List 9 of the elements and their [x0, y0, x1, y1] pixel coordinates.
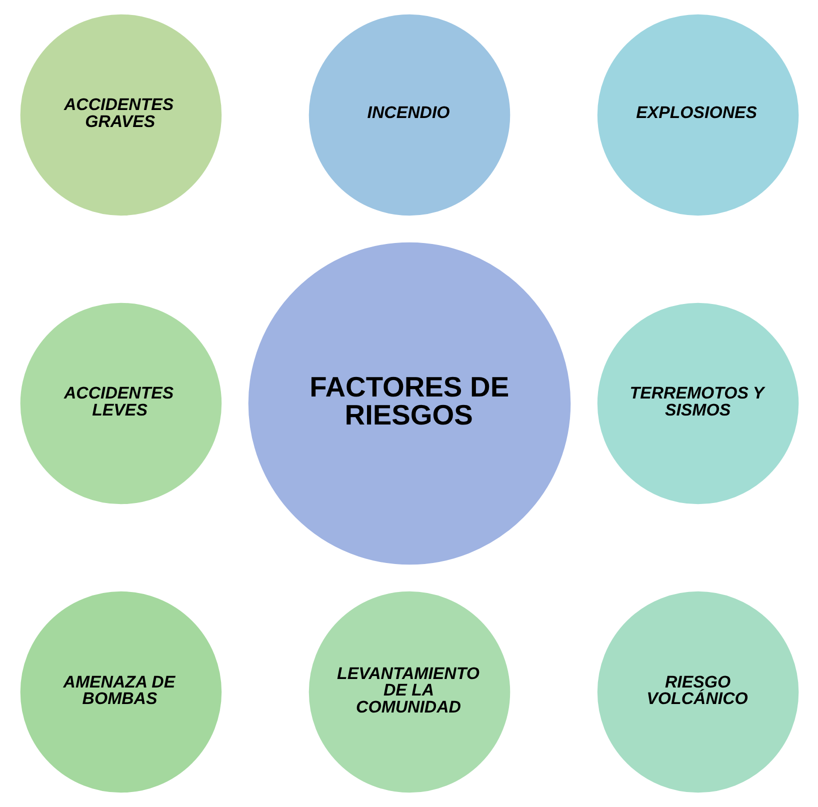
- node-circle: INCENDIO: [306, 12, 512, 217]
- node-circle: ACCIDENTES LEVES: [18, 301, 222, 506]
- node-circle: ACCIDENTES GRAVES: [18, 12, 222, 217]
- node-circle: LEVANTAMIENTO DE LA COMUNIDAD: [306, 590, 512, 794]
- node-circle: RIESGO VOLCÁNICO: [596, 590, 800, 794]
- node-circle: TERREMOTOS Y SISMOS: [596, 301, 800, 506]
- node-circle: FACTORES DE RIESGOS: [246, 240, 572, 566]
- node-circle: AMENAZA DE BOMBAS: [18, 590, 222, 794]
- node-circle: EXPLOSIONES: [596, 12, 800, 217]
